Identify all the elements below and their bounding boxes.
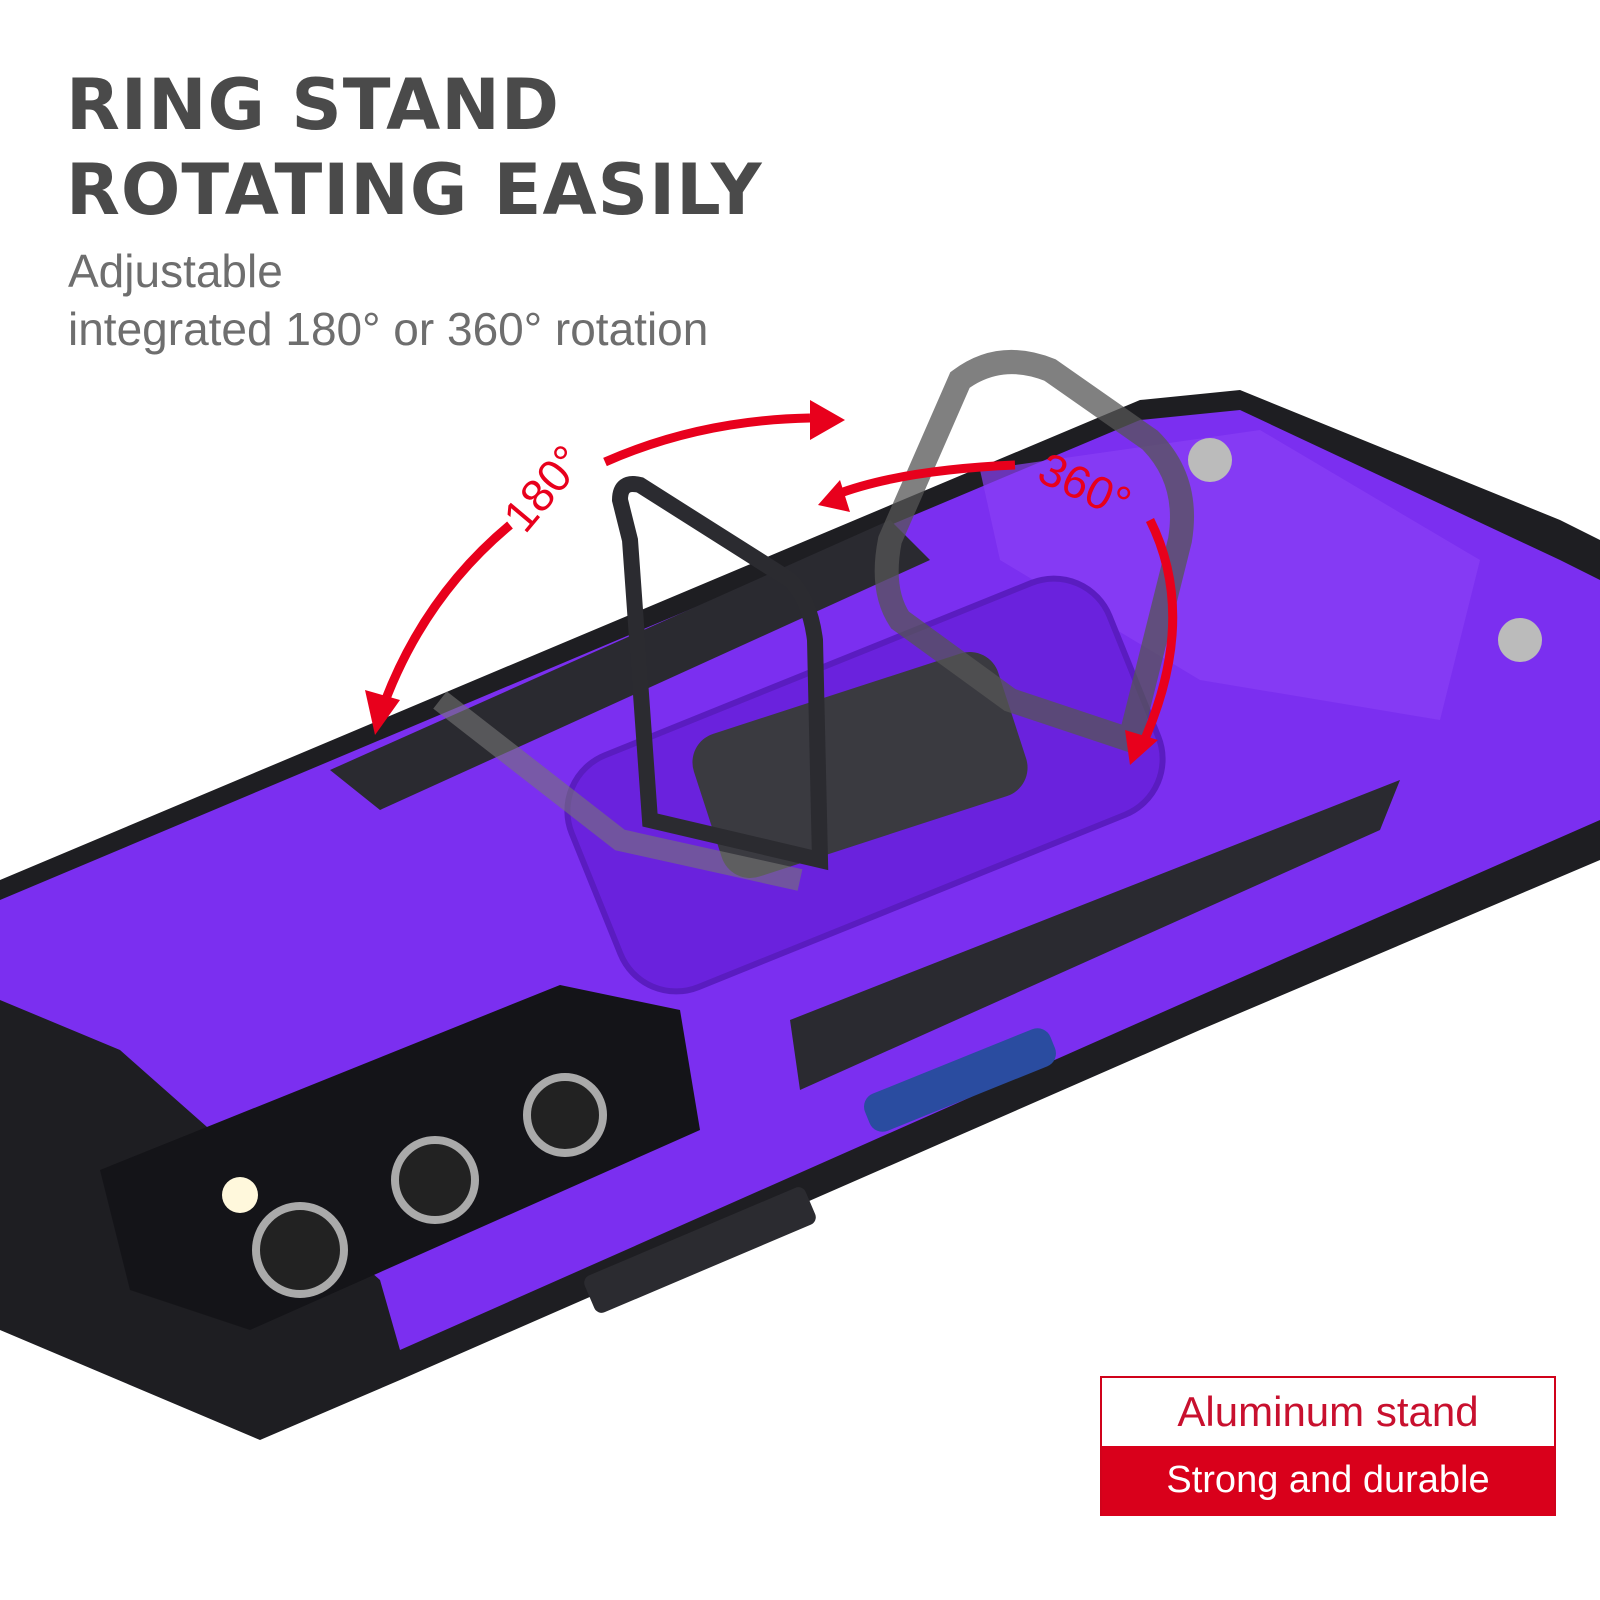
screw [1188,438,1232,482]
ring-disc [692,652,1028,878]
badge-title: Aluminum stand [1102,1378,1554,1446]
ring-stand-blur-low [433,691,803,891]
camera-lens [523,1073,607,1157]
screw [1498,618,1542,662]
camera-lens [391,1136,479,1224]
arrow-head-icon [365,690,400,735]
rotation-arrow-180 [375,413,811,717]
badge-subtitle: Strong and durable [1102,1446,1554,1516]
rotation-arrow-360 [833,460,1178,752]
heading-line-1: RING STAND [66,64,560,146]
camera-lens [252,1202,348,1298]
case-panel [980,430,1480,720]
camera-flash [222,1177,258,1213]
arrow-head-icon [818,480,850,512]
heading-line-2: ROTATING EASILY [66,149,763,231]
ring-stand [611,476,829,871]
arrow-head-icon [1125,730,1158,765]
volume-button [584,1187,816,1313]
subtitle-line-1: Adjustable [68,245,283,297]
ring-stand-blur [874,350,1194,756]
grip-strip-bottom [790,780,1400,1090]
arrow-head-icon [810,400,845,440]
usb-port [864,1028,1056,1132]
subtitle-line-2: integrated 180° or 360° rotation [68,303,709,355]
feature-badge: Aluminum stand Strong and durable [1100,1376,1556,1516]
